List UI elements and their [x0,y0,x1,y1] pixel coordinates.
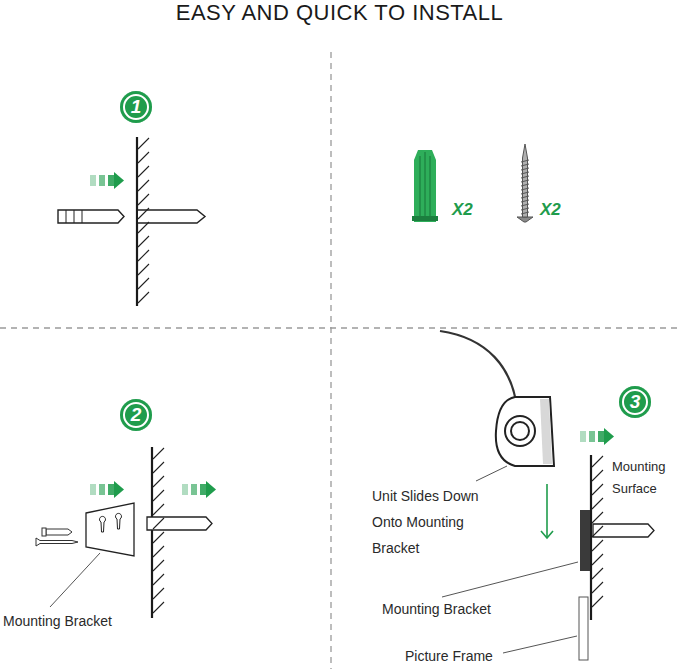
step2-drawing [36,447,216,618]
hardware-drawing [412,144,533,222]
part-label: Mounting Surface [612,456,676,500]
step1-drawing [58,137,205,306]
panel-dividers [0,52,679,669]
part-label: Picture Frame [405,643,505,669]
part-label: Mounting Bracket [382,596,512,622]
step-number-circle: 2 [120,399,152,431]
quantity-label: X2 [452,200,492,220]
step-number: 2 [131,405,142,425]
quantity-label: X2 [540,200,580,220]
instruction-label: Unit Slides Down Onto Mounting Bracket [372,483,490,561]
step-number-circle: 3 [619,386,651,418]
step-number: 3 [630,392,641,412]
diagram-title: EASY AND QUICK TO INSTALL [0,0,679,26]
step-number-circle: 1 [120,91,152,123]
part-label: Mounting Bracket [3,608,133,634]
step-number: 1 [131,97,142,117]
